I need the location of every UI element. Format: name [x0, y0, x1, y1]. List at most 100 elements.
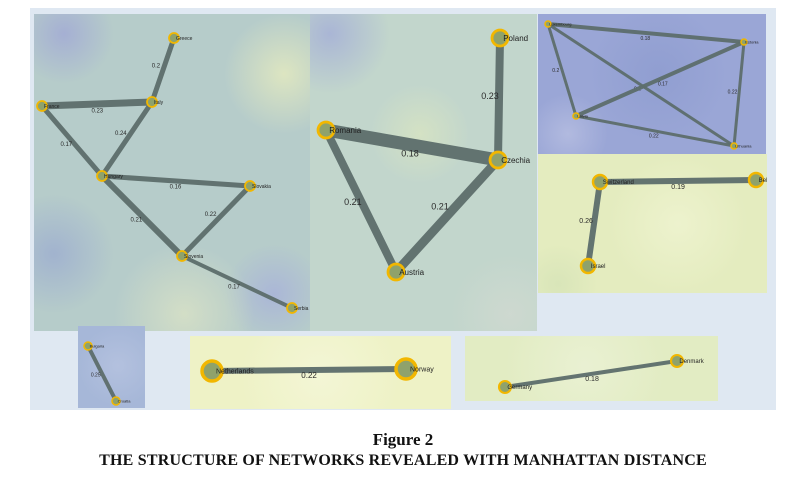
node-label: Austria	[399, 268, 424, 277]
network-edge	[546, 22, 736, 148]
edge-weight-label: 0.22	[649, 133, 659, 139]
node-label: Italy	[154, 100, 164, 106]
network-edge	[574, 114, 736, 148]
background-blob	[34, 194, 114, 314]
network-node	[488, 150, 508, 170]
panel-1-svg: 0.20.230.240.170.160.210.220.17GreeceIta…	[34, 14, 310, 331]
edge-weight-label: 0.18	[640, 36, 650, 42]
network-edge	[597, 177, 759, 185]
panel-3-svg: 0.180.20.20.170.220.22LuxembourgEstoniaL…	[538, 14, 759, 156]
background-blob	[34, 14, 114, 84]
network-node	[286, 302, 298, 314]
node-label: Switzerland	[603, 180, 634, 186]
panel-4-svg: 0.190.26SwitzerlandBelgiumIsrael	[538, 154, 767, 293]
background-blob	[114, 244, 254, 331]
node-label: Luxembourg	[549, 21, 571, 26]
network-node	[730, 142, 738, 150]
network-node	[168, 32, 180, 44]
node-label: Romania	[329, 126, 362, 135]
edge-weight-label: 0.23	[481, 91, 499, 101]
edge-weight-label: 0.25	[91, 373, 101, 379]
figure-title: THE STRUCTURE OF NETWORKS REVEALED WITH …	[99, 452, 707, 469]
edge-weight-label: 0.19	[671, 184, 685, 191]
node-label: Slovakia	[252, 184, 271, 190]
edge-weight-label: 0.17	[658, 81, 668, 87]
figure-number: Figure 2	[372, 430, 434, 449]
network-node	[36, 100, 48, 112]
network-edge	[99, 173, 253, 189]
node-label: Serbia	[294, 306, 309, 312]
network-node	[747, 171, 765, 189]
edge-weight-label: 0.22	[301, 371, 317, 380]
background-blob	[224, 14, 310, 134]
edge-weight-label: 0.2	[552, 68, 559, 74]
node-label: Greece	[176, 36, 193, 42]
node-label: Slovenia	[184, 254, 203, 260]
node-label: Lithuania	[735, 143, 752, 148]
network-edge	[585, 179, 603, 269]
network-node	[316, 120, 336, 140]
node-label: France	[44, 104, 60, 110]
edge-weight-label: 0.17	[228, 284, 240, 290]
network-node	[591, 173, 609, 191]
node-label: Croatia	[118, 398, 132, 403]
background-blob	[505, 336, 665, 401]
network-edge	[546, 22, 746, 44]
network-node	[497, 379, 513, 395]
edge-weight-label: 0.22	[205, 212, 217, 218]
edge-weight-label: 0.21	[344, 197, 362, 207]
network-node	[394, 357, 418, 381]
network-node	[490, 28, 510, 48]
network-edge	[322, 126, 400, 276]
network-node	[83, 341, 93, 351]
background-blob	[310, 14, 390, 94]
node-label: Denmark	[679, 359, 704, 365]
edge-weight-label: 0.16	[170, 184, 182, 190]
network-edge	[99, 99, 155, 179]
network-edge	[38, 98, 156, 110]
network-node	[176, 250, 188, 262]
node-label: Israel	[591, 264, 606, 270]
edge-weight-label: 0.21	[130, 218, 142, 224]
edge-weight-label: 0.26	[579, 218, 593, 225]
network-node	[572, 112, 580, 120]
edge-weight-label: 0.18	[585, 376, 599, 383]
network-edge	[391, 155, 503, 277]
network-panel-4: 0.190.26SwitzerlandBelgiumIsrael	[538, 154, 767, 293]
network-edge	[149, 35, 177, 105]
node-label: Bulgaria	[90, 343, 105, 348]
node-label: Estonia	[745, 39, 759, 44]
network-edge	[319, 123, 505, 167]
network-node	[111, 396, 121, 406]
network-edge	[179, 183, 253, 259]
node-label: Netherlands	[216, 368, 254, 375]
node-label: Germany	[507, 385, 532, 391]
network-edge	[99, 173, 185, 259]
network-node	[386, 262, 406, 282]
network-node	[244, 180, 256, 192]
network-edge	[732, 40, 746, 148]
network-node	[544, 20, 552, 28]
node-label: Poland	[503, 34, 528, 43]
edge-weight-label: 0.17	[60, 142, 72, 148]
edge-weight-label: 0.24	[115, 131, 127, 137]
edge-weight-label: 0.2	[152, 64, 161, 70]
edge-weight-label: 0.18	[401, 148, 419, 158]
network-node	[740, 38, 748, 46]
node-label: Hungary	[104, 174, 123, 180]
network-edge	[39, 103, 105, 179]
background-blob	[450, 254, 537, 331]
background-blob	[538, 244, 598, 293]
network-node	[96, 170, 108, 182]
background-blob	[78, 326, 145, 406]
edge-weight-label: 0.22	[728, 89, 738, 95]
background-blob	[608, 154, 748, 293]
